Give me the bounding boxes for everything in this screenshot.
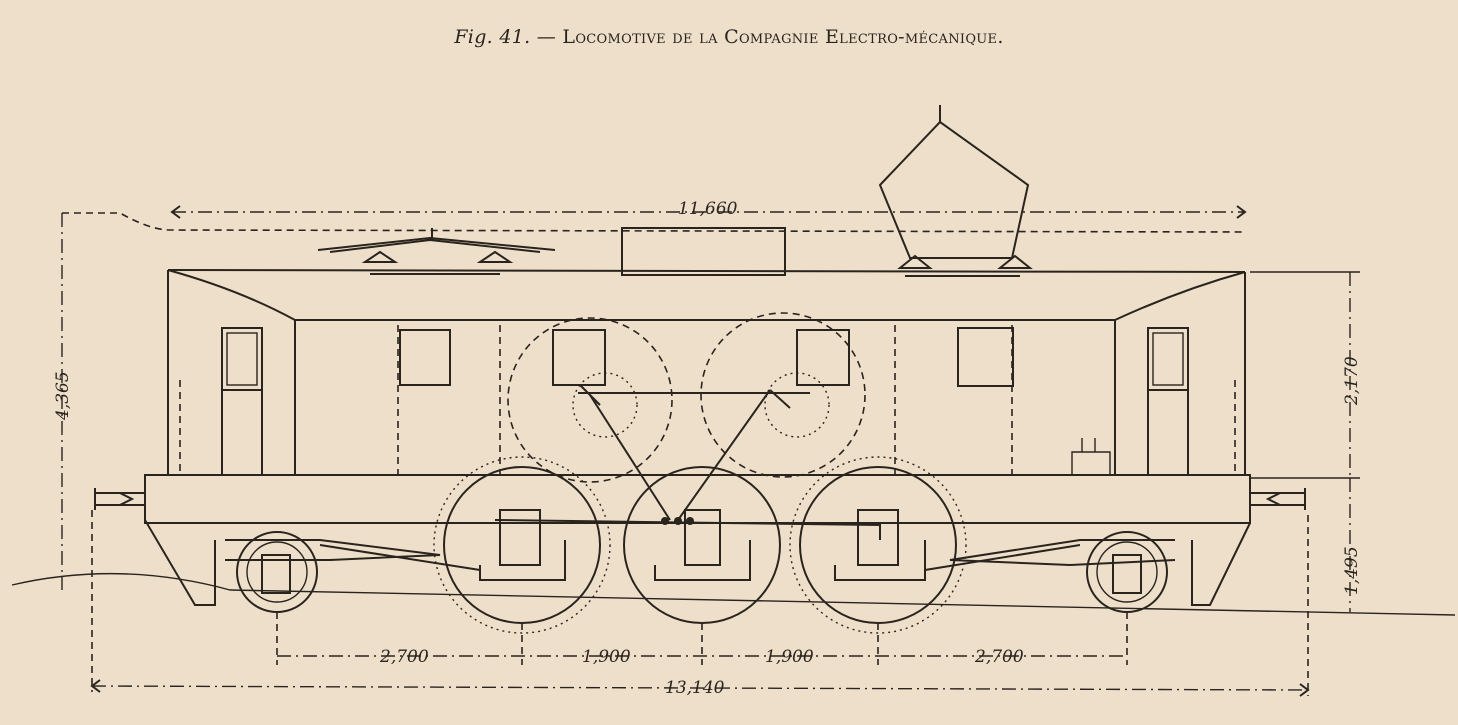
roof-box xyxy=(621,227,786,276)
pony-wheel xyxy=(1086,531,1168,613)
figure-caption: Fig. 41. — Locomotive de la Compagnie El… xyxy=(0,26,1458,48)
dimension-overall-length: 13,140 xyxy=(90,510,1310,698)
dim-label-wheelbase-3: 1,900 xyxy=(765,647,814,667)
driving-wheel xyxy=(799,466,957,624)
dim-label-overall-length: 13,140 xyxy=(665,678,725,698)
dimension-frame-height: 1,495 xyxy=(1342,478,1362,612)
dim-label-body-length: 11,660 xyxy=(678,199,738,219)
dim-label-frame-height: 1,495 xyxy=(1342,546,1362,595)
motors xyxy=(433,312,967,634)
dimension-body-height: 2,170 xyxy=(1250,271,1362,479)
dim-label-overall-height: 4,365 xyxy=(53,371,73,421)
dim-label-body-height: 2,170 xyxy=(1342,356,1362,406)
dim-label-wheelbase-4: 2,700 xyxy=(974,647,1024,667)
driving-wheel xyxy=(443,466,601,624)
dim-label-wheelbase-2: 1,900 xyxy=(582,647,631,667)
dim-label-wheelbase-1: 2,700 xyxy=(379,647,429,667)
pantograph-raised xyxy=(878,105,1033,277)
dimension-overall-height: 4,365 xyxy=(53,213,73,590)
drive-rods xyxy=(225,384,1176,571)
dimension-body-length: 11,660 xyxy=(170,199,1247,219)
dimension-wheelbase: 2,700 1,900 1,900 2,700 xyxy=(276,612,1128,667)
locomotive-body xyxy=(167,227,1246,475)
pantograph-lowered xyxy=(317,228,556,275)
figure-number: Fig. 41. xyxy=(454,26,531,48)
figure-title: — Locomotive de la Compagnie Electro-méc… xyxy=(536,26,1004,48)
pony-wheel xyxy=(236,531,318,613)
